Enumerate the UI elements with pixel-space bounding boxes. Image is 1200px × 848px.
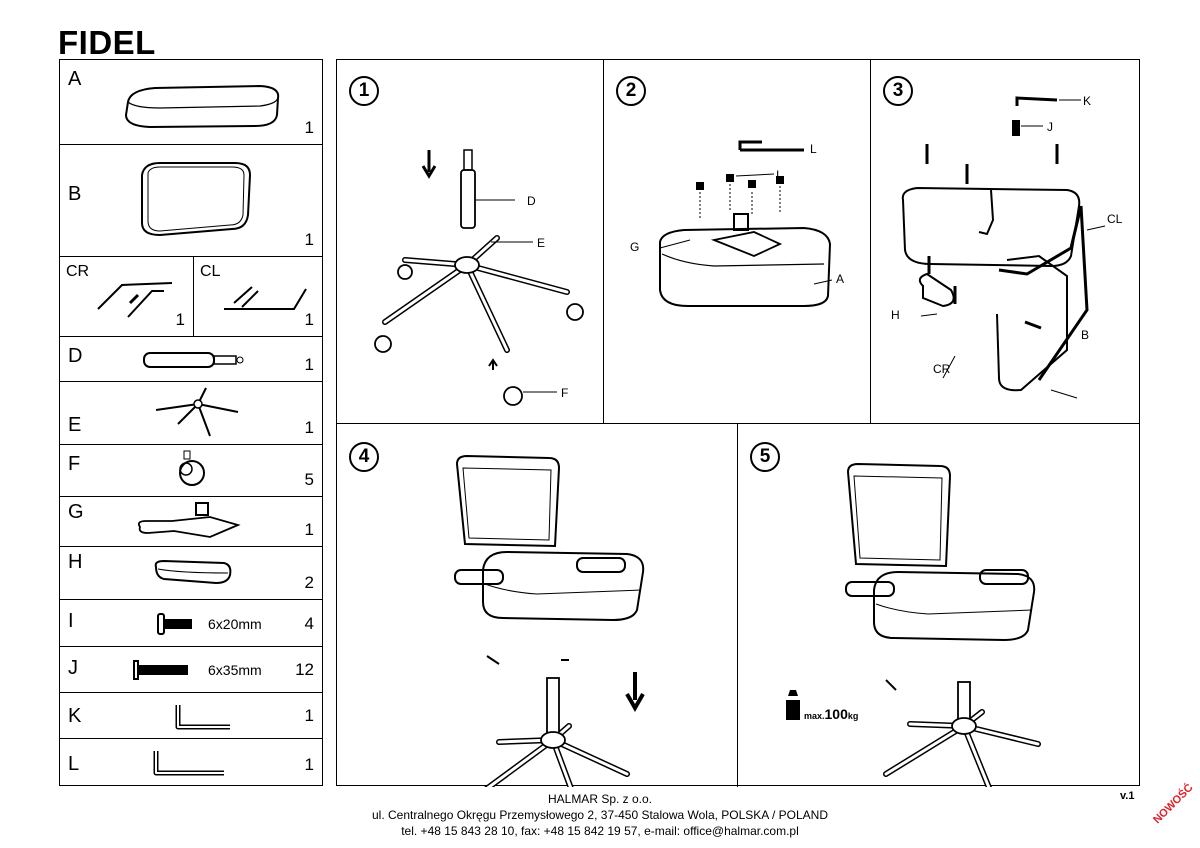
part-qty: 1	[304, 118, 314, 137]
part-label: CR	[66, 263, 90, 280]
part-qty: 2	[304, 573, 314, 592]
frame-attachment-illustration	[901, 96, 1106, 399]
star-base-icon	[155, 387, 239, 437]
part-qty: 1	[304, 520, 314, 539]
armrest-pad-icon	[154, 559, 232, 585]
callout-g: G	[630, 240, 640, 254]
short-bolt-icon	[157, 613, 192, 635]
callout-f: F	[561, 386, 569, 400]
part-cell-cl: CL 1	[194, 257, 322, 336]
parts-list: A 1 B 1 CR 1 CL 1	[59, 59, 323, 786]
part-row-k: K 1	[60, 693, 322, 739]
weight-icon	[786, 690, 800, 720]
part-label: CL	[200, 263, 221, 280]
step-4-panel: 4	[337, 424, 738, 787]
part-qty: 1	[304, 418, 314, 437]
callout-cl: CL	[1107, 212, 1123, 226]
callout-k: K	[1083, 94, 1092, 108]
tilt-mechanism-icon	[137, 502, 241, 538]
part-label: A	[68, 68, 82, 90]
seat-mechanism-illustration	[659, 140, 833, 307]
part-qty: 1	[304, 755, 314, 774]
part-dimension: 6x20mm	[208, 616, 262, 632]
callout-a: A	[836, 272, 845, 286]
part-label: L	[68, 753, 80, 775]
part-label: F	[68, 453, 81, 475]
part-label: I	[68, 610, 74, 632]
step-number: 2	[616, 76, 646, 106]
part-row-b: B 1	[60, 145, 322, 257]
part-label: H	[68, 551, 83, 573]
part-qty: 1	[175, 310, 185, 329]
part-qty: 1	[304, 355, 314, 374]
part-qty: 12	[295, 660, 314, 679]
part-row-g: G 1	[60, 497, 322, 547]
step-5-panel: 5 max.100kg	[738, 424, 1139, 787]
part-qty: 1	[304, 706, 314, 725]
right-frame-icon	[97, 282, 173, 318]
long-bolt-icon	[133, 660, 188, 680]
part-row-j: J 6x35mm 12	[60, 647, 322, 693]
part-cell-cr: CR 1	[60, 257, 194, 336]
max-weight-label: max.100kg	[804, 706, 859, 722]
part-row-h: H 2	[60, 547, 322, 600]
callout-cr: CR	[933, 362, 951, 376]
part-row-e: E 1	[60, 382, 322, 445]
callout-d: D	[527, 194, 536, 208]
part-row-i: I 6x20mm 4	[60, 600, 322, 647]
step-number: 5	[750, 442, 780, 472]
part-label: D	[68, 345, 83, 367]
large-allen-key-icon	[153, 751, 224, 776]
part-row-f: F 5	[60, 445, 322, 497]
base-assembly-illustration	[374, 149, 584, 406]
callout-e: E	[537, 236, 546, 250]
step-1-panel: 1 D E F	[337, 60, 604, 424]
seat-cushion-icon	[124, 84, 280, 129]
backrest-cushion-icon	[141, 162, 252, 237]
part-row-frames: CR 1 CL 1	[60, 257, 322, 337]
company-address: ul. Centralnego Okręgu Przemysłowego 2, …	[371, 808, 828, 822]
part-label: J	[68, 657, 78, 679]
callout-b: B	[1081, 328, 1090, 342]
part-label: E	[68, 414, 82, 436]
caster-wheel-icon	[179, 450, 205, 486]
part-qty: 5	[304, 470, 314, 489]
left-frame-icon	[224, 286, 307, 310]
part-label: G	[68, 501, 84, 523]
part-label: K	[68, 705, 82, 727]
step-number: 1	[349, 76, 379, 106]
gas-lift-icon	[143, 352, 244, 368]
company-footer: HALMAR Sp. z o.o. ul. Centralnego Okręgu…	[300, 791, 900, 839]
callout-l: L	[810, 142, 817, 156]
new-badge: NOWOŚĆ	[1151, 781, 1196, 827]
step-2-panel: 2 L I G A	[604, 60, 871, 424]
assembly-steps: 1 D E F 2	[336, 59, 1140, 787]
step-number: 3	[883, 76, 913, 106]
step-3-panel: 3 K J CL H B CR	[871, 60, 1139, 424]
version-label: v.1	[1120, 790, 1135, 802]
finished-chair-illustration	[786, 462, 1041, 787]
small-allen-key-icon	[175, 705, 230, 730]
part-qty: 1	[304, 310, 314, 329]
page-title: FIDEL	[58, 24, 156, 61]
callout-h: H	[891, 308, 900, 322]
callout-j: J	[1047, 120, 1053, 134]
part-row-l: L 1	[60, 739, 322, 787]
part-row-a: A 1	[60, 60, 322, 145]
company-contact: tel. +48 15 843 28 10, fax: +48 15 842 1…	[401, 824, 799, 838]
callout-i: I	[776, 168, 780, 182]
chair-base-connection-illustration	[454, 454, 645, 787]
part-qty: 4	[304, 614, 314, 633]
part-label: B	[68, 183, 82, 205]
company-name: HALMAR Sp. z o.o.	[547, 792, 653, 806]
part-row-d: D 1	[60, 337, 322, 382]
step-number: 4	[349, 442, 379, 472]
part-qty: 1	[304, 230, 314, 249]
part-dimension: 6x35mm	[208, 662, 262, 678]
